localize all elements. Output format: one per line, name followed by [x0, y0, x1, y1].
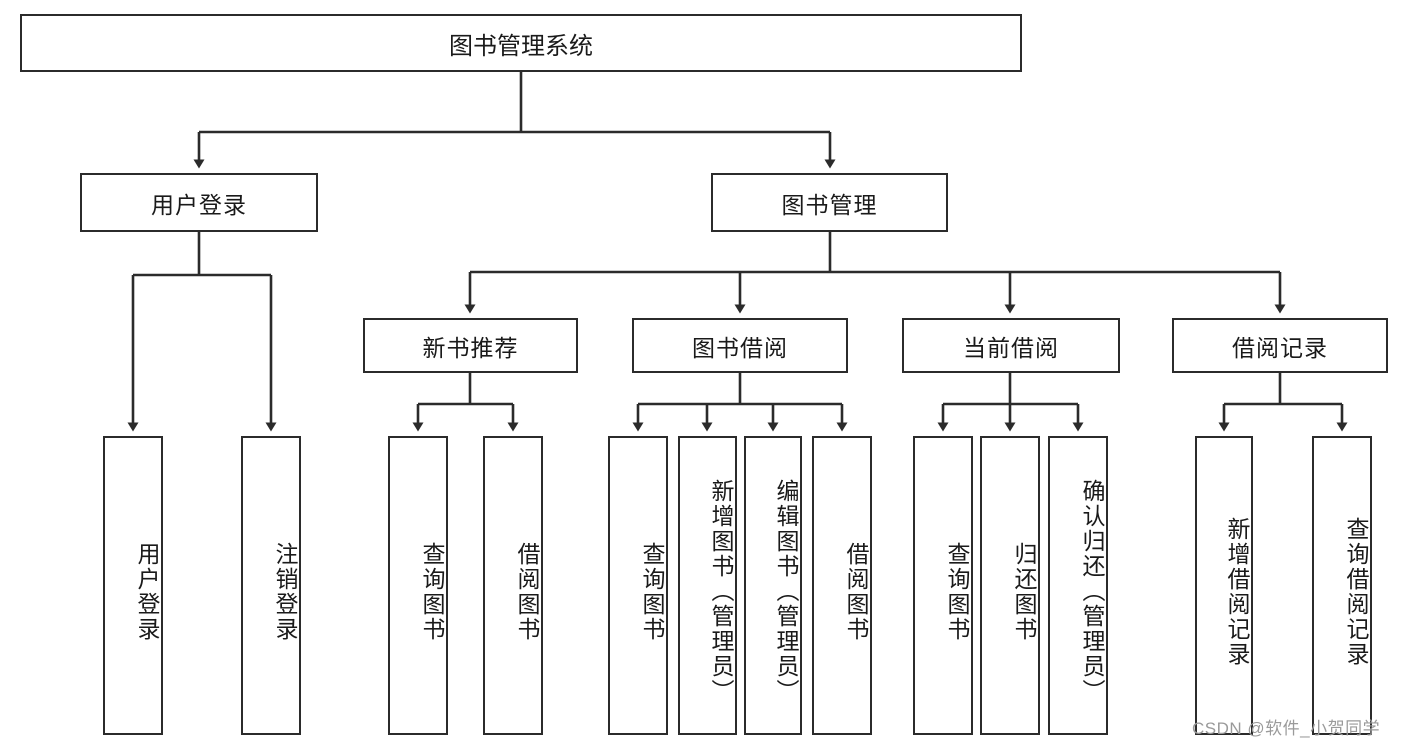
node-leaf-user-login[interactable]: 用户登录	[103, 436, 163, 735]
node-root-system[interactable]: 图书管理系统	[20, 14, 1022, 72]
node-leaf-label: 新增图书（管理员）	[708, 479, 734, 704]
node-leaf-add-book-admin[interactable]: 新增图书（管理员）	[678, 436, 737, 735]
node-leaf-label: 新增借阅记录	[1224, 516, 1250, 667]
node-leaf-label: 确认归还（管理员）	[1079, 479, 1105, 704]
node-leaf-borrow-books[interactable]: 借阅图书	[812, 436, 872, 735]
node-leaf-query-books-borrow[interactable]: 查询图书	[608, 436, 668, 735]
node-leaf-logout[interactable]: 注销登录	[241, 436, 301, 735]
node-leaf-label: 查询图书	[944, 541, 970, 642]
node-leaf-query-borrow-record[interactable]: 查询借阅记录	[1312, 436, 1372, 735]
node-leaf-query-books-recommend[interactable]: 查询图书	[388, 436, 448, 735]
node-level2-borrow-records[interactable]: 借阅记录	[1172, 318, 1388, 373]
node-leaf-label: 借阅图书	[514, 541, 540, 642]
node-leaf-label: 查询图书	[639, 541, 665, 642]
node-leaf-borrow-books-recommend[interactable]: 借阅图书	[483, 436, 543, 735]
node-leaf-add-borrow-record[interactable]: 新增借阅记录	[1195, 436, 1253, 735]
node-leaf-query-books-current[interactable]: 查询图书	[913, 436, 973, 735]
node-leaf-label: 查询借阅记录	[1343, 516, 1369, 667]
node-leaf-label: 归还图书	[1011, 541, 1037, 642]
node-level2-book-borrow[interactable]: 图书借阅	[632, 318, 848, 373]
node-level2-new-book-recommend[interactable]: 新书推荐	[363, 318, 578, 373]
node-leaf-edit-book-admin[interactable]: 编辑图书（管理员）	[744, 436, 802, 735]
node-leaf-return-books[interactable]: 归还图书	[980, 436, 1040, 735]
node-leaf-label: 查询图书	[419, 541, 445, 642]
node-leaf-label: 编辑图书（管理员）	[773, 479, 799, 704]
watermark-text: CSDN @软件_小贺同学	[1192, 719, 1381, 738]
node-leaf-confirm-return-admin[interactable]: 确认归还（管理员）	[1048, 436, 1108, 735]
node-level1-book-management[interactable]: 图书管理	[711, 173, 948, 232]
node-leaf-label: 注销登录	[272, 541, 298, 642]
node-level1-user-login[interactable]: 用户登录	[80, 173, 318, 232]
node-level2-current-borrow[interactable]: 当前借阅	[902, 318, 1120, 373]
node-leaf-label: 借阅图书	[843, 541, 869, 642]
node-leaf-label: 用户登录	[134, 541, 160, 642]
